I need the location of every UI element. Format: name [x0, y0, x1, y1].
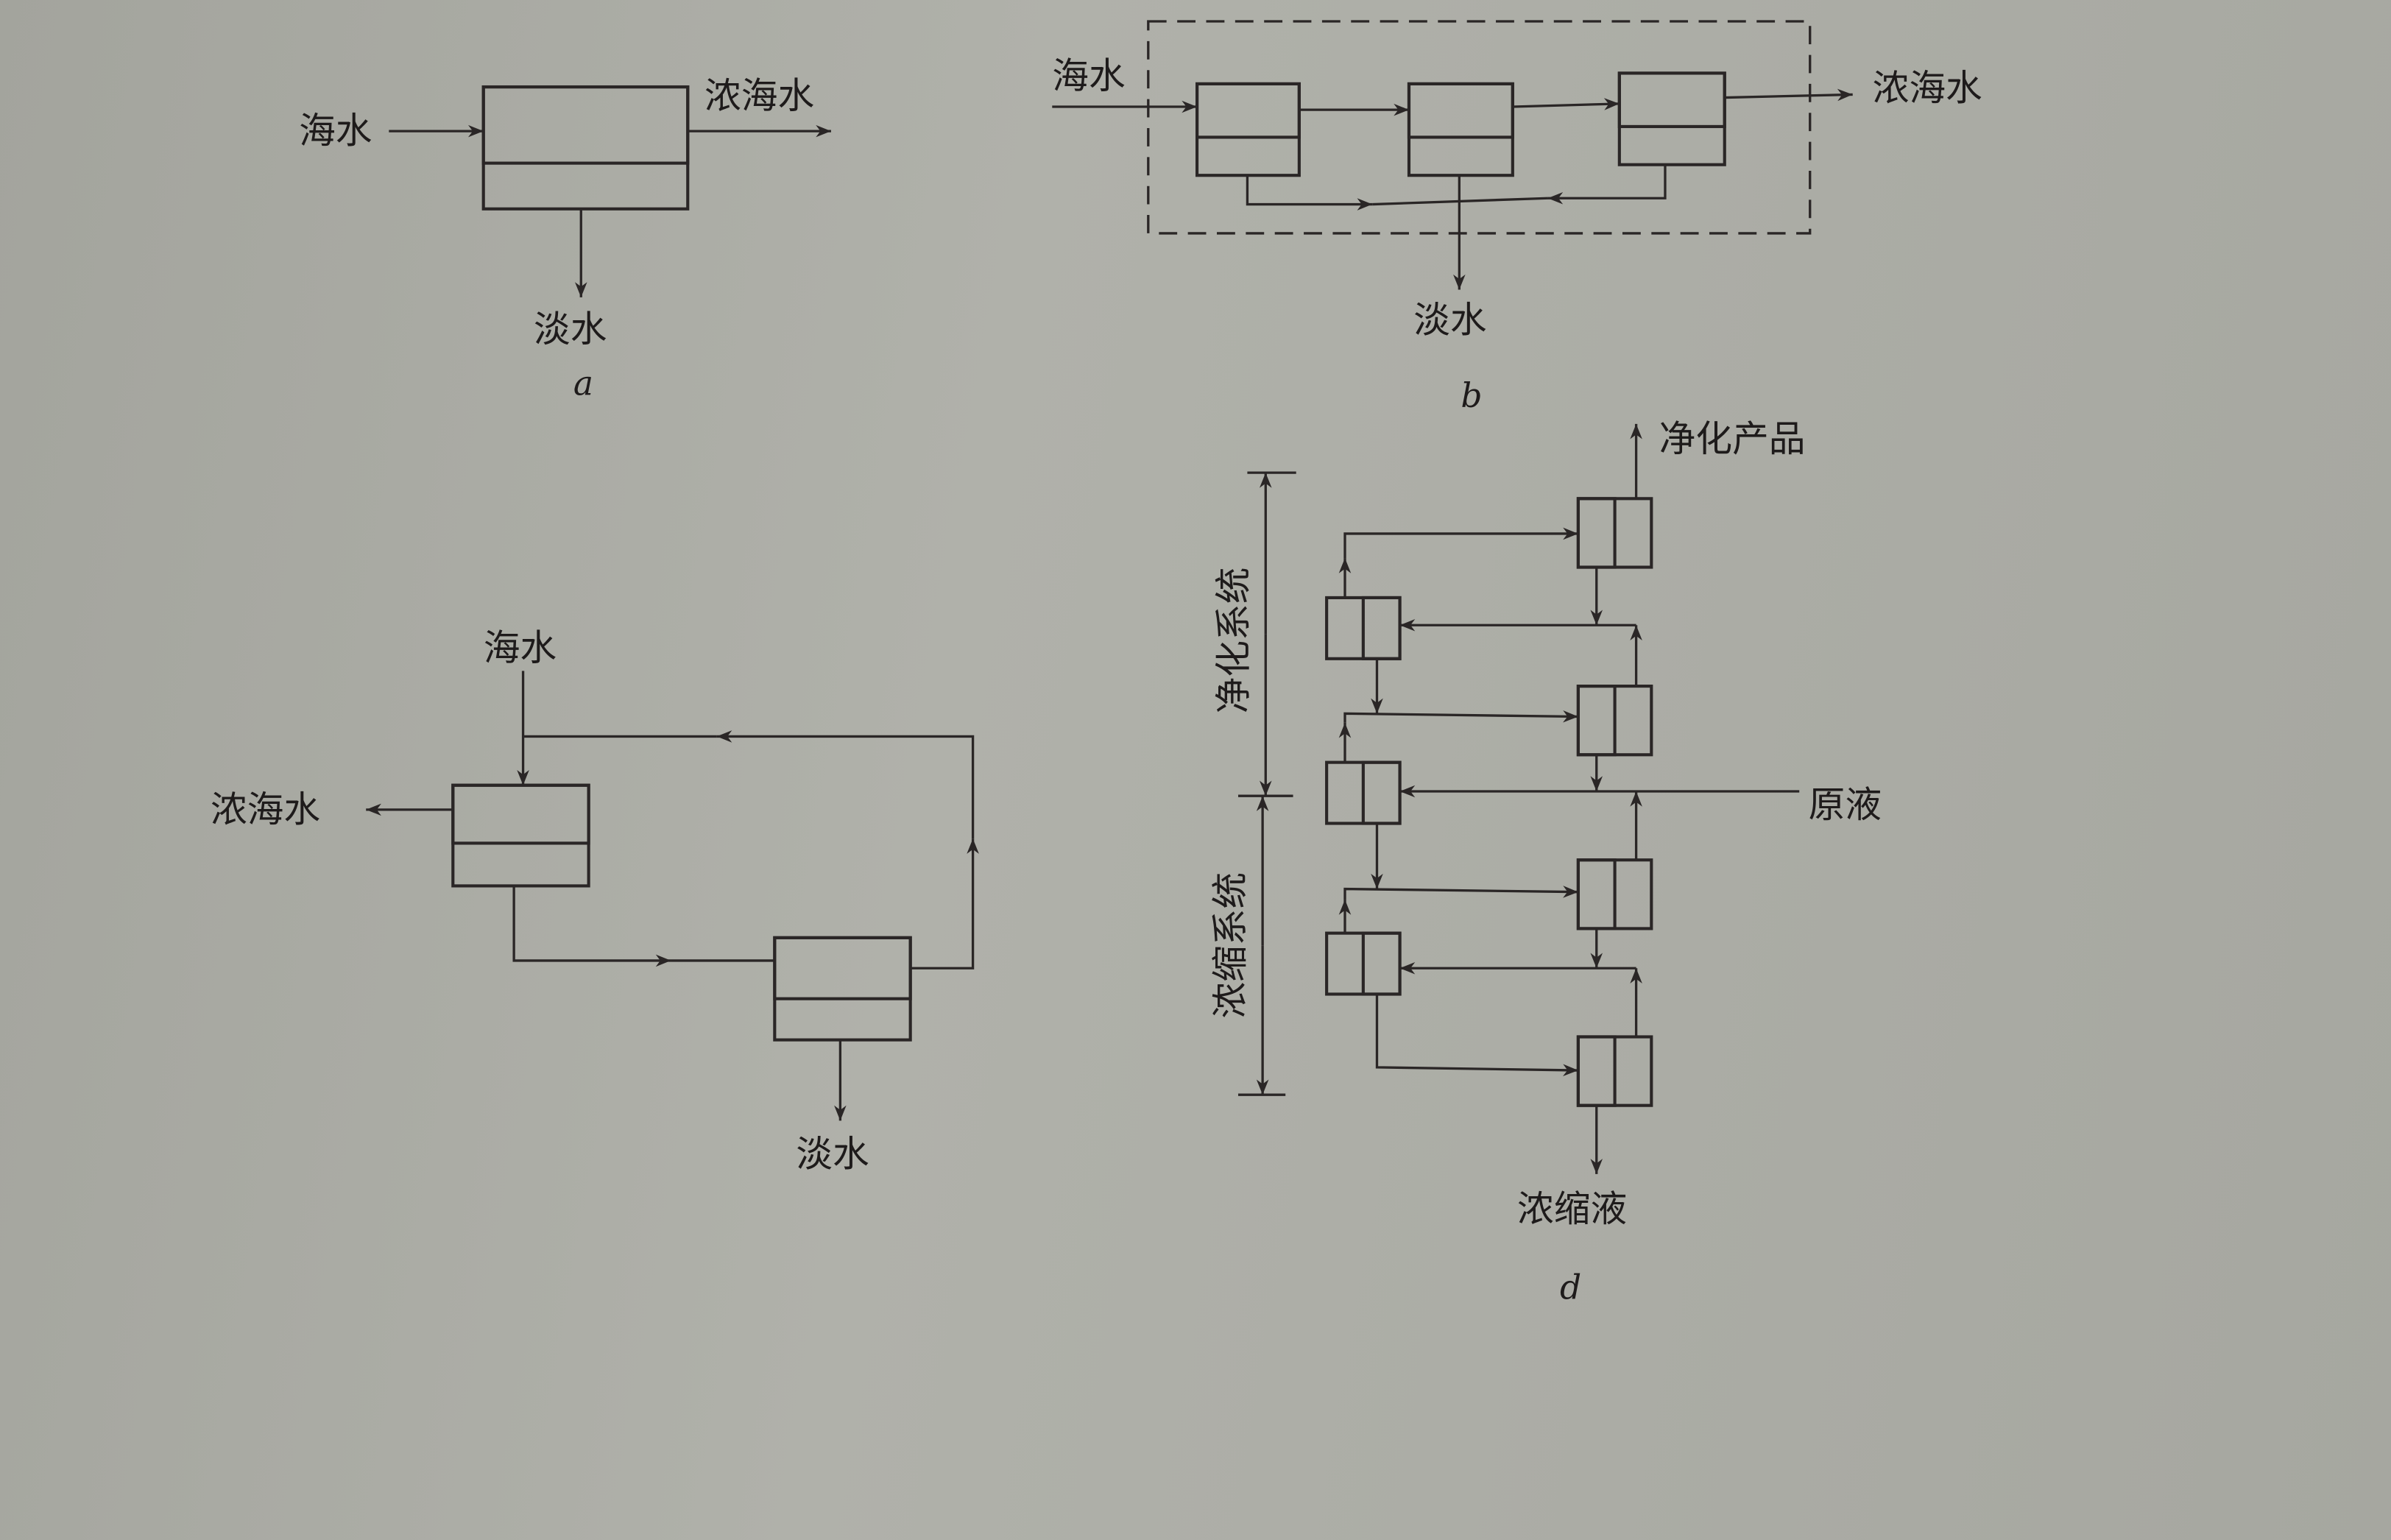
arrow [1343, 886, 1578, 900]
label-seawater: 海水 [484, 626, 557, 669]
membrane-module-3 [1617, 71, 1726, 166]
arrow-recycle-up [910, 838, 979, 969]
membrane-hatched [1361, 596, 1402, 660]
module-r3 [1576, 858, 1653, 930]
label-brine: 浓海水 [211, 788, 320, 830]
membrane-hatched [1576, 685, 1617, 757]
membrane-hatched [1196, 82, 1301, 139]
membrane-module-1 [1196, 82, 1301, 177]
label-product: 净化产品 [1659, 417, 1806, 460]
membrane-hatched [1576, 1035, 1617, 1107]
label-feed: 原液 [1809, 783, 1882, 826]
module-r2 [1576, 685, 1653, 757]
membrane-module-2 [1407, 82, 1514, 177]
panel-a: 海水 浓海水 淡水 a [299, 74, 831, 403]
label-freshwater: 淡水 [1413, 299, 1486, 342]
membrane-hatched [773, 936, 912, 1000]
left-modules [1325, 596, 1402, 996]
label-seawater: 海水 [1052, 54, 1125, 97]
membrane-module [481, 85, 690, 211]
membrane-module-1 [451, 783, 590, 888]
membrane-module-2 [773, 936, 912, 1042]
membrane-hatched [1361, 931, 1402, 996]
membrane-hatched [1617, 71, 1726, 128]
panel-label: a [573, 364, 593, 403]
panel-c: 海水 浓海水 淡水 [211, 626, 979, 1176]
flow-lines [1338, 423, 1800, 1174]
arrow [1375, 994, 1578, 1077]
right-modules [1576, 497, 1653, 1107]
arrow-brine [1724, 88, 1853, 102]
label-freshwater: 淡水 [796, 1133, 869, 1176]
arrow-recycle-left [716, 730, 975, 839]
membrane-hatched [1576, 858, 1617, 930]
membrane-hatched [481, 85, 690, 165]
panel-label: b [1461, 376, 1482, 415]
arrow [1512, 98, 1620, 110]
dashed-boundary [1147, 20, 1812, 235]
membrane-hatched [1576, 497, 1617, 569]
panel-b: 海水 浓海水 淡水 b [1052, 20, 1982, 415]
label-seawater: 海水 [299, 110, 372, 152]
label-concentrate-system: 浓缩系统 [1209, 872, 1251, 1019]
arrow [1547, 164, 1667, 205]
arrow [512, 886, 671, 967]
panel-label: d [1560, 1268, 1581, 1307]
dimension-lines [1237, 471, 1296, 1096]
arrow [1246, 175, 1373, 211]
panel-d: 净化产品 原液 浓缩液 d 净化系统 浓缩系统 [1209, 417, 1882, 1307]
arrow [1343, 710, 1578, 723]
membrane-hatched [1361, 760, 1402, 825]
label-purify-system: 净化系统 [1212, 568, 1254, 714]
label-concentrate: 浓缩液 [1517, 1187, 1627, 1230]
membrane-hatched [1407, 82, 1514, 139]
label-freshwater: 淡水 [534, 308, 607, 350]
label-brine: 浓海水 [1873, 67, 1982, 110]
arrow [1343, 527, 1578, 559]
membrane-hatched [451, 783, 590, 845]
label-brine: 浓海水 [704, 74, 814, 117]
